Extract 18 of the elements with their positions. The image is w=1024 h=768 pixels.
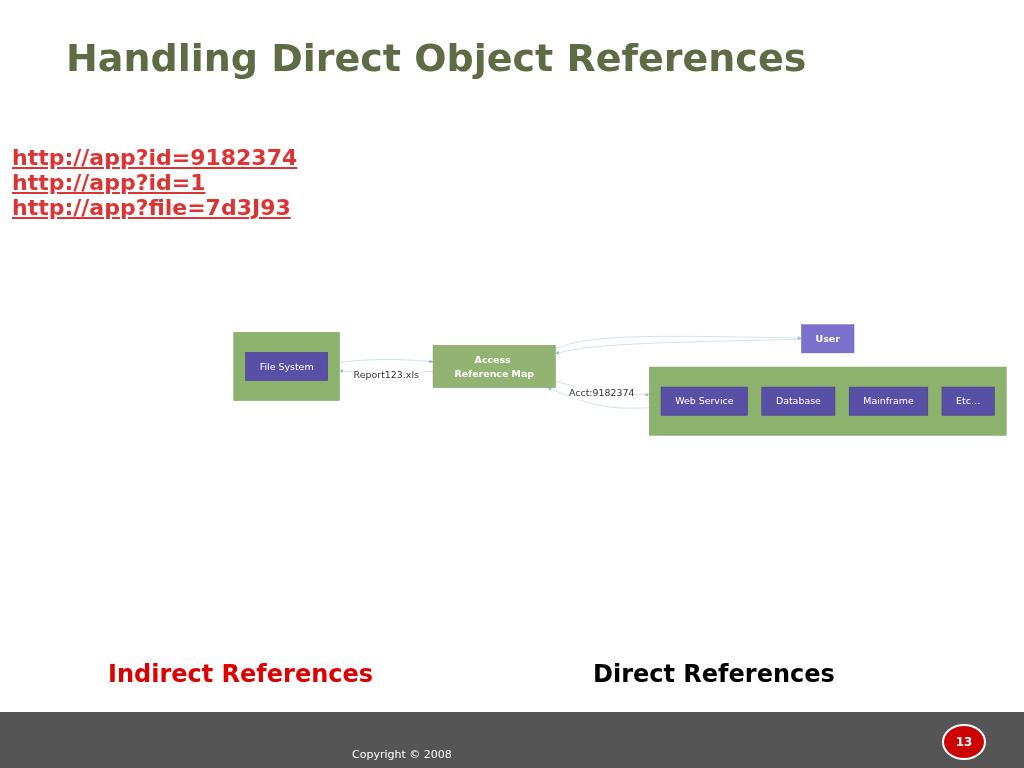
- node-box: File System: [245, 352, 328, 381]
- url-text: http://app?id=9182374: [12, 145, 298, 170]
- copyright-text: Copyright © 2008: [352, 748, 452, 761]
- node-box: Database: [761, 386, 836, 416]
- node-box: Access Reference Map: [432, 345, 556, 388]
- url-text: http://app?file=7d3J93: [12, 195, 292, 220]
- edge-label: Acct:9182374: [568, 387, 635, 399]
- node-box: User: [801, 324, 855, 354]
- caption-text: Direct References: [593, 660, 835, 688]
- edge-label: Report123.xls: [353, 369, 419, 381]
- cluster: [649, 366, 1007, 436]
- cluster: [233, 332, 340, 401]
- node-box: Web Service: [660, 386, 748, 416]
- node-box: Etc…: [941, 386, 995, 416]
- url-text: http://app?id=1: [12, 170, 207, 195]
- slide-title: Handling Direct Object References: [66, 36, 807, 80]
- caption-text: Indirect References: [108, 660, 374, 688]
- node-box: Mainframe: [848, 386, 929, 416]
